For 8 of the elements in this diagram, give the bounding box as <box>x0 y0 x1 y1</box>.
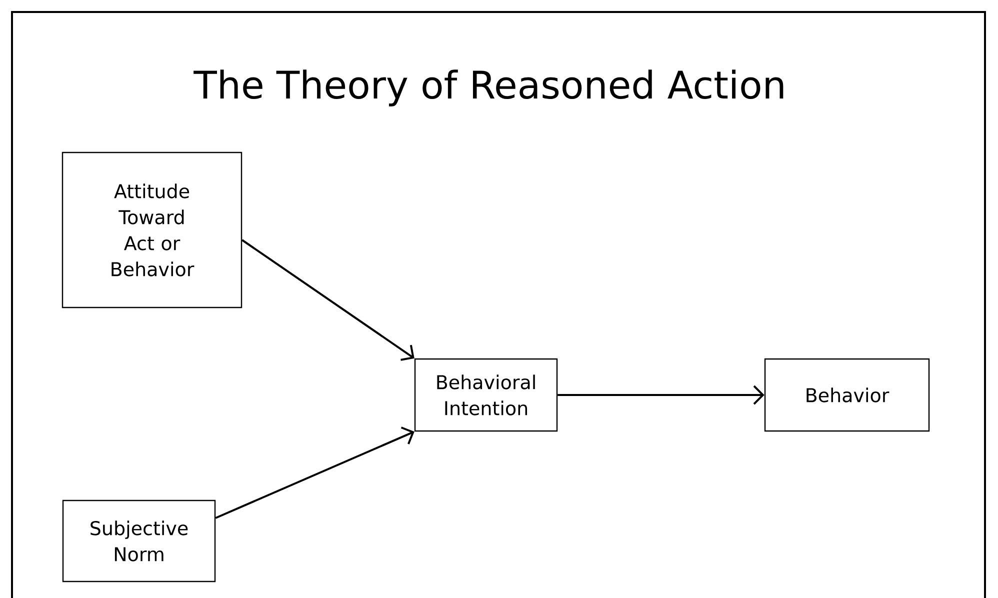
concept-box: Behavior <box>764 358 930 432</box>
concept-box: Behavioral Intention <box>414 358 558 432</box>
arrow <box>215 426 414 519</box>
concept-box: Subjective Norm <box>62 500 216 582</box>
concept-box: Attitude Toward Act or Behavior <box>62 152 242 308</box>
arrow <box>242 239 414 361</box>
arrow <box>558 385 764 405</box>
title: The Theory of Reasoned Action <box>194 70 784 106</box>
